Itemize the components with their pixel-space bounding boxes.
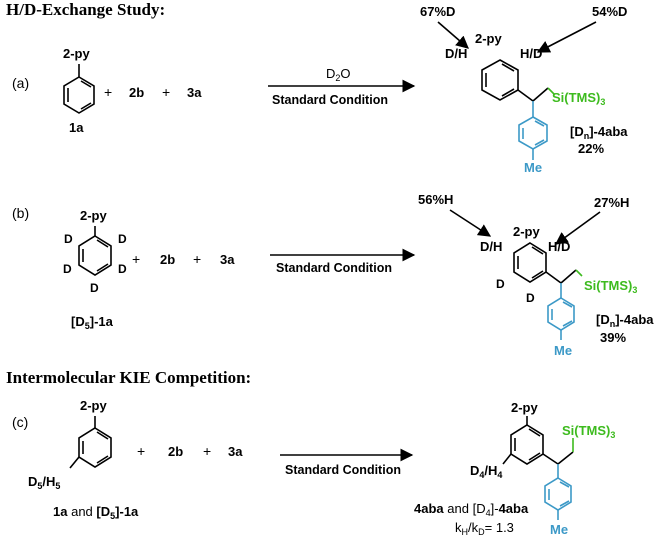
substrate-c-dh: D5/H5	[28, 474, 60, 491]
substrate-a-label: 1a	[69, 120, 84, 135]
reagent-3a-c: 3a	[228, 444, 243, 459]
product-a-structure	[481, 59, 555, 160]
pointer-right-b	[554, 211, 601, 245]
substrate-c-label: 1a and [D5]-1a	[53, 504, 139, 521]
substrate-b-label: [D5]-1a	[71, 314, 114, 331]
heading-kie: Intermolecular KIE Competition:	[6, 368, 251, 387]
pct-left-a: 67%D	[420, 4, 455, 19]
plus-b-1: +	[132, 251, 140, 267]
product-b-si: Si(TMS)3	[584, 278, 637, 295]
product-b-hd: H/D	[548, 239, 570, 254]
label-b: (b)	[12, 205, 29, 221]
substrate-c-2py: 2-py	[80, 398, 108, 413]
product-b-2py: 2-py	[513, 224, 541, 239]
kie-value: kH/kD= 1.3	[455, 520, 514, 537]
standard-condition-b: Standard Condition	[276, 261, 392, 275]
label-c: (c)	[12, 414, 28, 430]
product-a-dh: D/H	[445, 46, 467, 61]
reagent-2b-a: 2b	[129, 85, 144, 100]
product-b-me: Me	[554, 343, 572, 358]
d2o-label: D2O	[326, 66, 351, 83]
product-b-structure	[513, 242, 583, 340]
reagent-2b-b: 2b	[160, 252, 175, 267]
plus-a-2: +	[162, 84, 170, 100]
product-c-si: Si(TMS)3	[562, 423, 615, 440]
substrate-b-d5: D	[90, 281, 99, 295]
product-a-me: Me	[524, 160, 542, 175]
substrate-a-2py: 2-py	[63, 46, 91, 61]
standard-condition-c: Standard Condition	[285, 463, 401, 477]
product-b-label: [Dn]-4aba	[596, 312, 654, 329]
substrate-b-2py: 2-py	[80, 208, 108, 223]
pointer-right-a	[536, 21, 597, 53]
plus-c-2: +	[203, 443, 211, 459]
substrate-b-d4: D	[118, 262, 127, 276]
substrate-a-ring	[63, 64, 95, 114]
product-b-yield: 39%	[600, 330, 626, 345]
pct-right-b: 27%H	[594, 195, 629, 210]
reagent-3a-b: 3a	[220, 252, 235, 267]
substrate-b-ring	[78, 226, 112, 276]
product-a-2py: 2-py	[475, 31, 503, 46]
label-a: (a)	[12, 75, 29, 91]
substrate-c-ring	[69, 416, 112, 469]
plus-c-1: +	[137, 443, 145, 459]
product-c-dh: D4/H4	[470, 463, 502, 480]
pointer-left-b	[449, 209, 492, 237]
plus-b-2: +	[193, 251, 201, 267]
pct-right-a: 54%D	[592, 4, 627, 19]
product-a-hd: H/D	[520, 46, 542, 61]
product-b-d2: D	[526, 291, 535, 305]
reagent-3a-a: 3a	[187, 85, 202, 100]
product-c-2py: 2-py	[511, 400, 539, 415]
substrate-b-d2: D	[118, 232, 127, 246]
reagent-2b-c: 2b	[168, 444, 183, 459]
heading-hd-exchange: H/D-Exchange Study:	[6, 0, 165, 19]
product-a-si: Si(TMS)3	[552, 90, 605, 107]
pointer-left-a	[437, 21, 469, 49]
product-c-structure	[502, 416, 574, 520]
standard-condition-a: Standard Condition	[272, 93, 388, 107]
product-c-me: Me	[550, 522, 568, 537]
substrate-b-d1: D	[64, 232, 73, 246]
product-b-dh: D/H	[480, 239, 502, 254]
plus-a-1: +	[104, 84, 112, 100]
pct-left-b: 56%H	[418, 192, 453, 207]
product-a-label: [Dn]-4aba	[570, 124, 628, 141]
product-b-d1: D	[496, 277, 505, 291]
product-a-yield: 22%	[578, 141, 604, 156]
product-c-label: 4aba and [D4]-4aba	[414, 501, 529, 518]
substrate-b-d3: D	[63, 262, 72, 276]
